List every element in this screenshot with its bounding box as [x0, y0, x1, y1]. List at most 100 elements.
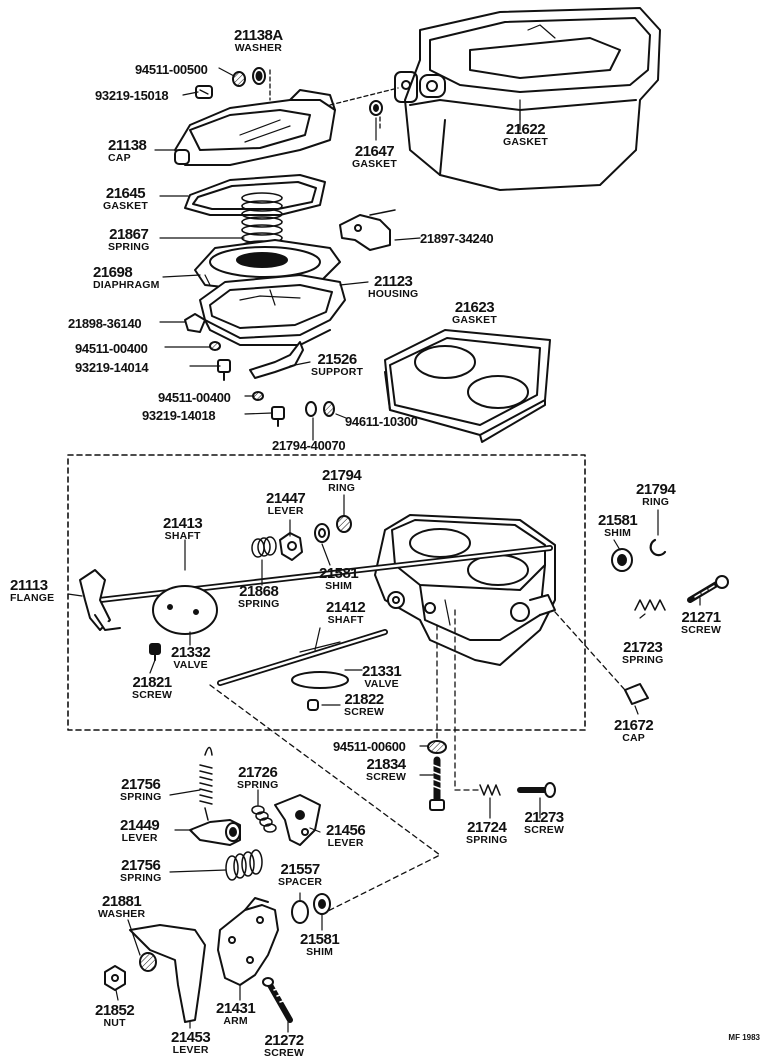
label-21794a: 21794 RING: [322, 467, 362, 494]
label-21897-34240: 21897-34240: [420, 231, 494, 247]
part-number: 21726: [238, 764, 278, 781]
bracket-21897-34240: [339, 209, 396, 251]
part-number: 21138A: [234, 27, 283, 44]
support-21526: [249, 341, 304, 379]
part-name: RING: [642, 496, 670, 508]
spring-21723: [634, 599, 666, 611]
part-number: 21273: [524, 809, 564, 826]
flange-21113: [374, 514, 556, 666]
nut-21852: [104, 965, 126, 991]
washer-21138A: [252, 67, 266, 85]
part-name: SCREW: [344, 706, 385, 718]
part-number: 21581: [319, 565, 359, 582]
label-21581a: 21581 SHIM: [319, 565, 359, 592]
part-name: SCREW: [681, 624, 722, 636]
spring-21726: [251, 805, 277, 833]
shaft-21412: [217, 629, 388, 686]
part-number: 21123: [374, 273, 413, 290]
part-name: GASKET: [103, 200, 148, 212]
part-number: 21431: [216, 1000, 256, 1017]
part-number: 21881: [102, 893, 142, 910]
part-number: 21449: [120, 817, 160, 834]
part-number: 21447: [266, 490, 306, 507]
label-21647: 21647 GASKET: [352, 144, 397, 170]
part-number: 21794: [322, 467, 362, 484]
part-name: SHAFT: [327, 614, 364, 626]
label-21273: 21273 SCREW: [524, 810, 564, 836]
part-name: SPRING: [120, 872, 162, 884]
part-name: SHIM: [306, 946, 334, 958]
part-name: SCREW: [366, 771, 407, 783]
ring-21794a: [336, 515, 352, 533]
part-name: HOUSING: [368, 288, 419, 300]
shim-21581c: [313, 893, 331, 915]
part-name: SPRING: [108, 241, 150, 253]
part-number: 21672: [614, 717, 654, 734]
label-94511-00400b: 94511-00400: [158, 390, 231, 406]
spring-21756a: [199, 746, 213, 821]
part-number: 94611-10300: [345, 414, 418, 429]
valve-21331: [291, 671, 349, 689]
part-name: SCREW: [264, 1047, 305, 1059]
body-cover-21622: [394, 7, 661, 191]
part-number: 21756: [121, 857, 161, 874]
screw-21271: [687, 575, 729, 603]
lever-21447: [279, 532, 303, 561]
part-name: SPRING: [238, 598, 280, 610]
lever-21449: [189, 819, 241, 846]
part-name: SHIM: [604, 527, 632, 539]
part-number: 21413: [163, 515, 203, 532]
part-number: 94511-00600: [333, 739, 406, 754]
part-number: 21723: [623, 639, 663, 656]
part-number: 21852: [95, 1002, 135, 1019]
part-name: SPRING: [120, 791, 162, 803]
part-name: CAP: [108, 152, 131, 164]
screw-21272: [262, 977, 293, 1023]
part-name: CAP: [622, 732, 645, 744]
label-21821: 21821 SCREW: [132, 675, 172, 701]
label-21756b: 21756 SPRING: [120, 858, 161, 884]
label-21447: 21447 LEVER: [266, 490, 306, 517]
label-21898-36140: 21898-36140: [68, 316, 142, 332]
label-21581b: 21581 SHIM: [598, 513, 638, 539]
part-name: SCREW: [524, 824, 565, 836]
label-93219-14014: 93219-14014: [75, 360, 149, 376]
lever-21453: [129, 924, 206, 1023]
label-21867: 21867 SPRING: [108, 227, 149, 253]
spring-21756b: [225, 849, 263, 881]
label-21272: 21272 SCREW: [264, 1033, 304, 1059]
part-name: SPACER: [278, 876, 323, 888]
part-number: 21756: [121, 776, 161, 793]
diagram-footer-code: MF 1983: [728, 1033, 760, 1042]
part-number: 93219-14018: [142, 408, 216, 423]
label-21834: 21834 SCREW: [366, 757, 406, 783]
part-name: DIAPHRAGM: [93, 279, 160, 291]
lever-21456: [274, 794, 321, 846]
part-number: 94511-00400: [75, 341, 148, 356]
label-93219-14018: 93219-14018: [142, 408, 216, 424]
valve-21332: [152, 585, 218, 635]
part-name: SCREW: [132, 689, 173, 701]
label-94511-00500: 94511-00500: [135, 62, 208, 78]
screw-93219-14014: [217, 359, 231, 381]
part-name: NUT: [103, 1017, 126, 1029]
part-number: 21331: [362, 663, 402, 680]
part-name: VALVE: [364, 678, 399, 690]
part-name: ARM: [223, 1015, 248, 1027]
spring-21868: [251, 536, 277, 558]
gasket-21645: [184, 174, 326, 216]
part-number: 94511-00500: [135, 62, 208, 77]
label-21123: 21123 HOUSING: [368, 274, 418, 300]
label-94611-10300: 94611-10300: [345, 414, 418, 430]
spacer-21557: [291, 900, 309, 924]
part-number: 21867: [109, 226, 149, 243]
label-21623: 21623 GASKET: [452, 300, 497, 326]
part-number: 21645: [105, 185, 146, 202]
part-name: WASHER: [98, 908, 146, 920]
part-name: SHAFT: [164, 530, 201, 542]
label-21794-40070: 21794-40070: [272, 438, 346, 454]
part-name: SPRING: [466, 834, 508, 846]
part-number: 21724: [467, 819, 507, 836]
label-21794b: 21794 RING: [636, 482, 676, 508]
part-number: 21332: [171, 644, 211, 661]
